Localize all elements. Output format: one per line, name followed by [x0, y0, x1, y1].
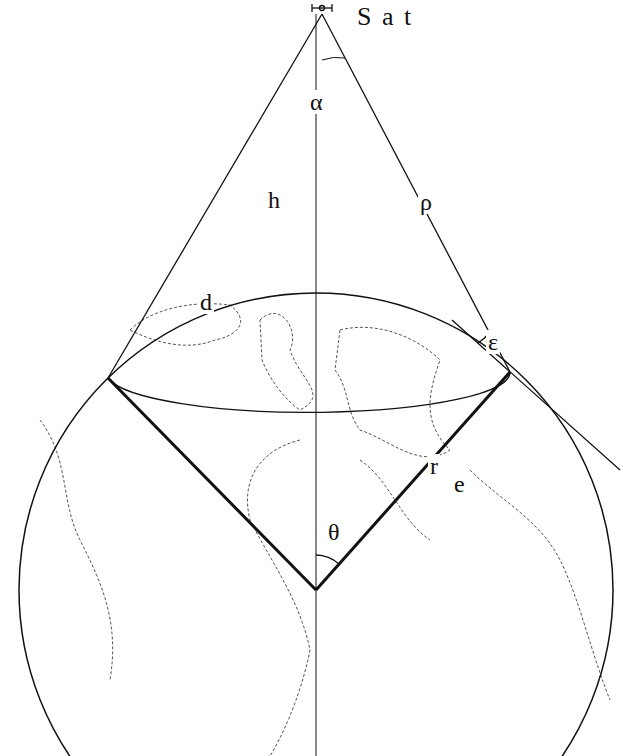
subscript-label: e — [452, 472, 467, 496]
alpha-arc — [322, 57, 345, 60]
continent-outlines — [40, 304, 610, 756]
length-label: h — [266, 188, 282, 212]
angle-label: ε — [486, 330, 500, 354]
sight-line — [108, 14, 322, 378]
earth-radius — [108, 378, 316, 590]
length-label: d — [198, 290, 214, 314]
satellite-label: S a t — [355, 4, 415, 30]
theta-arc — [316, 555, 339, 564]
sight-line — [322, 14, 510, 372]
angle-label: θ — [326, 520, 342, 544]
horizon-tangent — [452, 320, 620, 470]
coverage-circle — [108, 372, 510, 412]
length-label: ρ — [418, 190, 434, 214]
satellite-symbol — [312, 4, 332, 12]
angle-label: α — [308, 90, 325, 114]
length-label: r — [428, 454, 440, 478]
earth-radius — [316, 372, 510, 590]
nadir-axis — [316, 14, 317, 756]
